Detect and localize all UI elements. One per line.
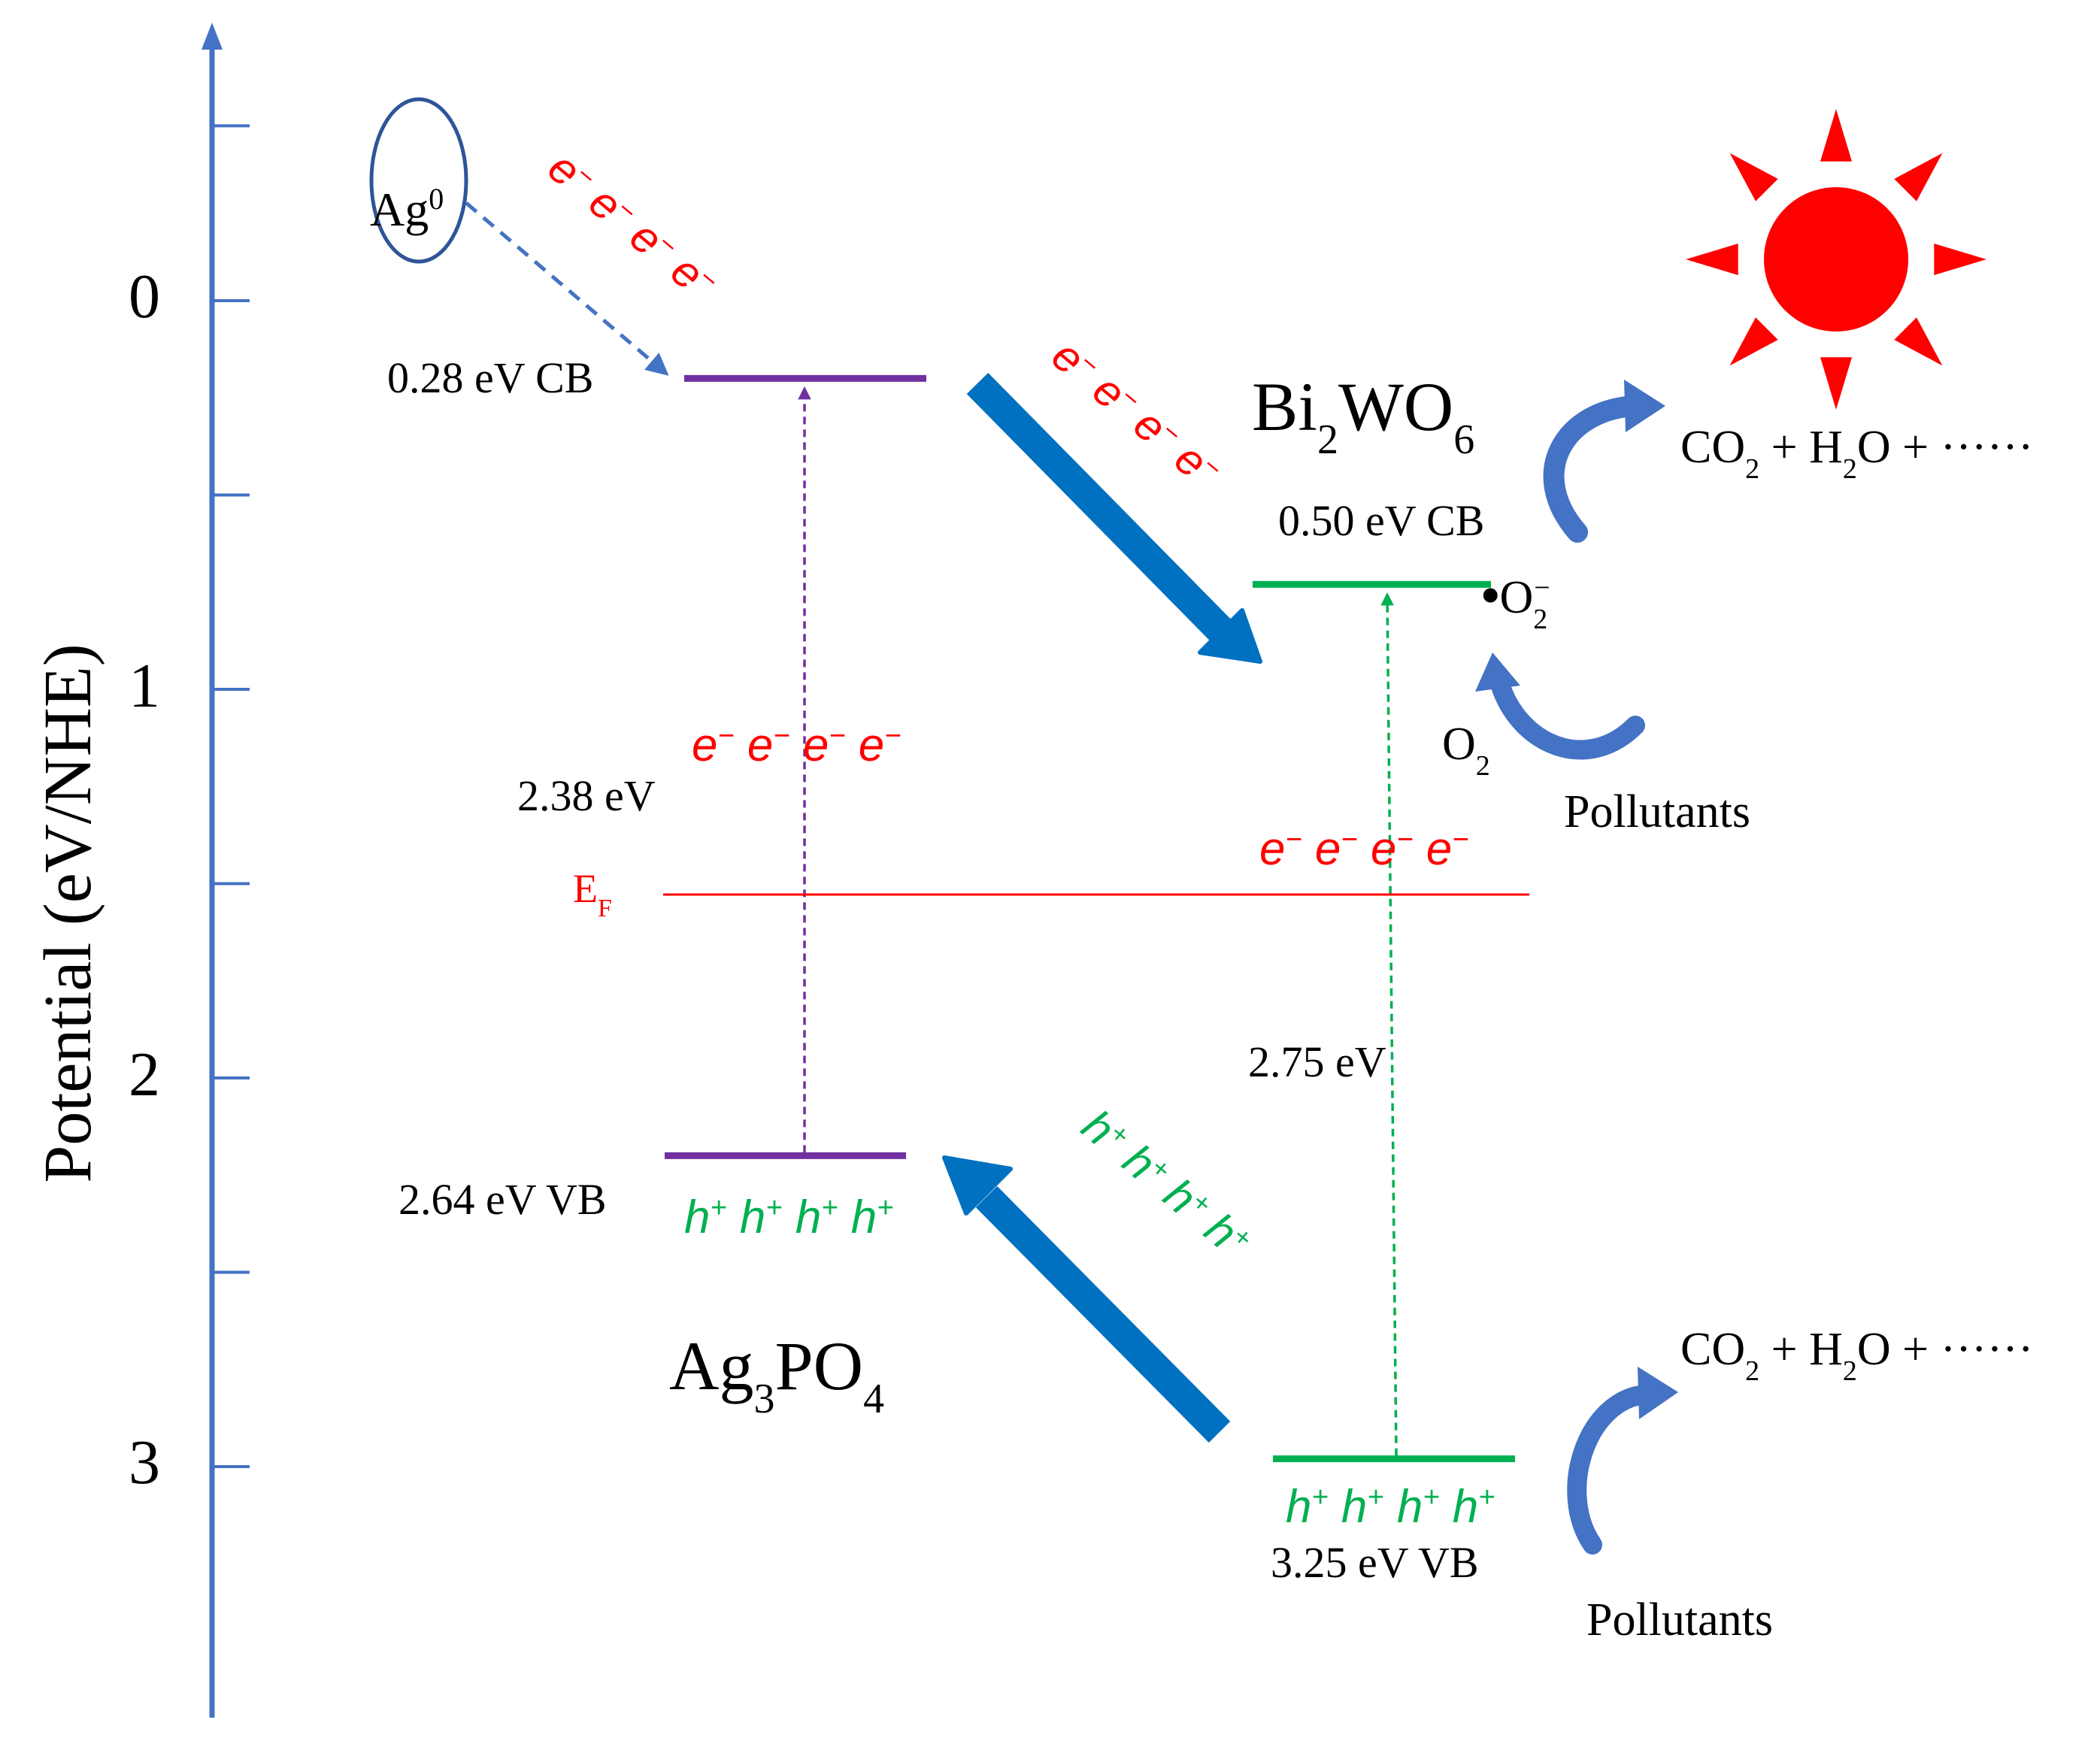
potential-axis: 0 1 2 3 Potential (eV/NHE)	[31, 23, 250, 1718]
ag3po4-vb-label: 2.64 eV VB	[398, 1175, 607, 1224]
axis-tick-label: 1	[129, 651, 160, 721]
fermi-label: EF	[573, 866, 612, 922]
fermi-level: EF	[573, 866, 1529, 922]
curved-arrow-o2	[1475, 652, 1645, 760]
svg-text:h+ h+ h+ h+: h+ h+ h+ h+	[1073, 1101, 1259, 1268]
bi2wo6-holes: h+ h+ h+ h+	[1286, 1481, 1495, 1533]
axis-tick-label: 0	[129, 262, 160, 332]
ag0-ellipse	[369, 97, 468, 264]
ag0-label: Ag0	[370, 182, 444, 237]
sun-ray	[1820, 357, 1852, 410]
sun-ray	[1894, 153, 1943, 201]
ag0-electrons: e− e− e− e−	[539, 142, 726, 310]
sun-ray	[1820, 109, 1852, 162]
bi2wo6-vb-label: 3.25 eV VB	[1271, 1538, 1479, 1587]
sun-ray	[1729, 317, 1778, 366]
hole-transfer-label: h+ h+ h+ h+	[1073, 1101, 1259, 1268]
sun-ray	[1894, 317, 1943, 366]
ag3po4-gap-electrons: e− e− e− e−	[692, 719, 901, 771]
bi2wo6-cb-label: 0.50 eV CB	[1278, 496, 1484, 545]
sun-ray	[1686, 244, 1738, 275]
oxygen-label: O2	[1442, 719, 1490, 782]
ag3po4-holes: h+ h+ h+ h+	[684, 1191, 893, 1243]
ag3po4-cb-label: 0.28 eV CB	[387, 353, 593, 402]
pollutants-bottom-label: Pollutants	[1586, 1594, 1773, 1646]
superoxide-label: •O2−	[1481, 567, 1550, 635]
axis-ticks	[212, 124, 250, 1468]
ag3po4-name: Ag3PO4	[669, 1328, 884, 1422]
bi2wo6-bands: 0.50 eV CB 3.25 eV VB 2.75 eV e− e− e− e…	[1248, 368, 1515, 1587]
bi2wo6-excitation-arrow	[1380, 592, 1398, 1456]
bi2wo6-name: Bi2WO6	[1252, 368, 1474, 463]
axis-tick-label: 3	[129, 1428, 160, 1497]
ag3po4-gap-label: 2.38 eV	[517, 771, 656, 820]
axis-title: Potential (eV/NHE)	[31, 643, 105, 1182]
electron-transfer-arrow	[966, 372, 1262, 664]
bi2wo6-gap-electrons: e− e− e− e−	[1259, 823, 1468, 875]
curved-arrow-top	[1543, 380, 1665, 543]
products-bottom-label: CO2 + H2O + ······	[1680, 1324, 2034, 1387]
hole-transfer-arrow	[942, 1155, 1231, 1443]
pollutants-top-label: Pollutants	[1564, 786, 1750, 837]
ag0-particle: Ag0 e− e− e− e−	[369, 97, 726, 376]
axis-tick-label: 2	[129, 1040, 160, 1110]
ag3po4-bands: 0.28 eV CB 2.64 eV VB 2.38 eV e− e− e− e…	[387, 353, 926, 1422]
sun-icon	[1686, 109, 1986, 410]
bi2wo6-gap-label: 2.75 eV	[1248, 1037, 1386, 1086]
sun-ray	[1934, 244, 1986, 275]
sun-ray	[1729, 153, 1778, 201]
products-top-label: CO2 + H2O + ······	[1680, 422, 2034, 485]
axis-arrowhead	[202, 23, 223, 50]
ag0-electron-label: e− e− e− e−	[539, 142, 726, 310]
curved-arrow-bottom	[1567, 1367, 1678, 1555]
